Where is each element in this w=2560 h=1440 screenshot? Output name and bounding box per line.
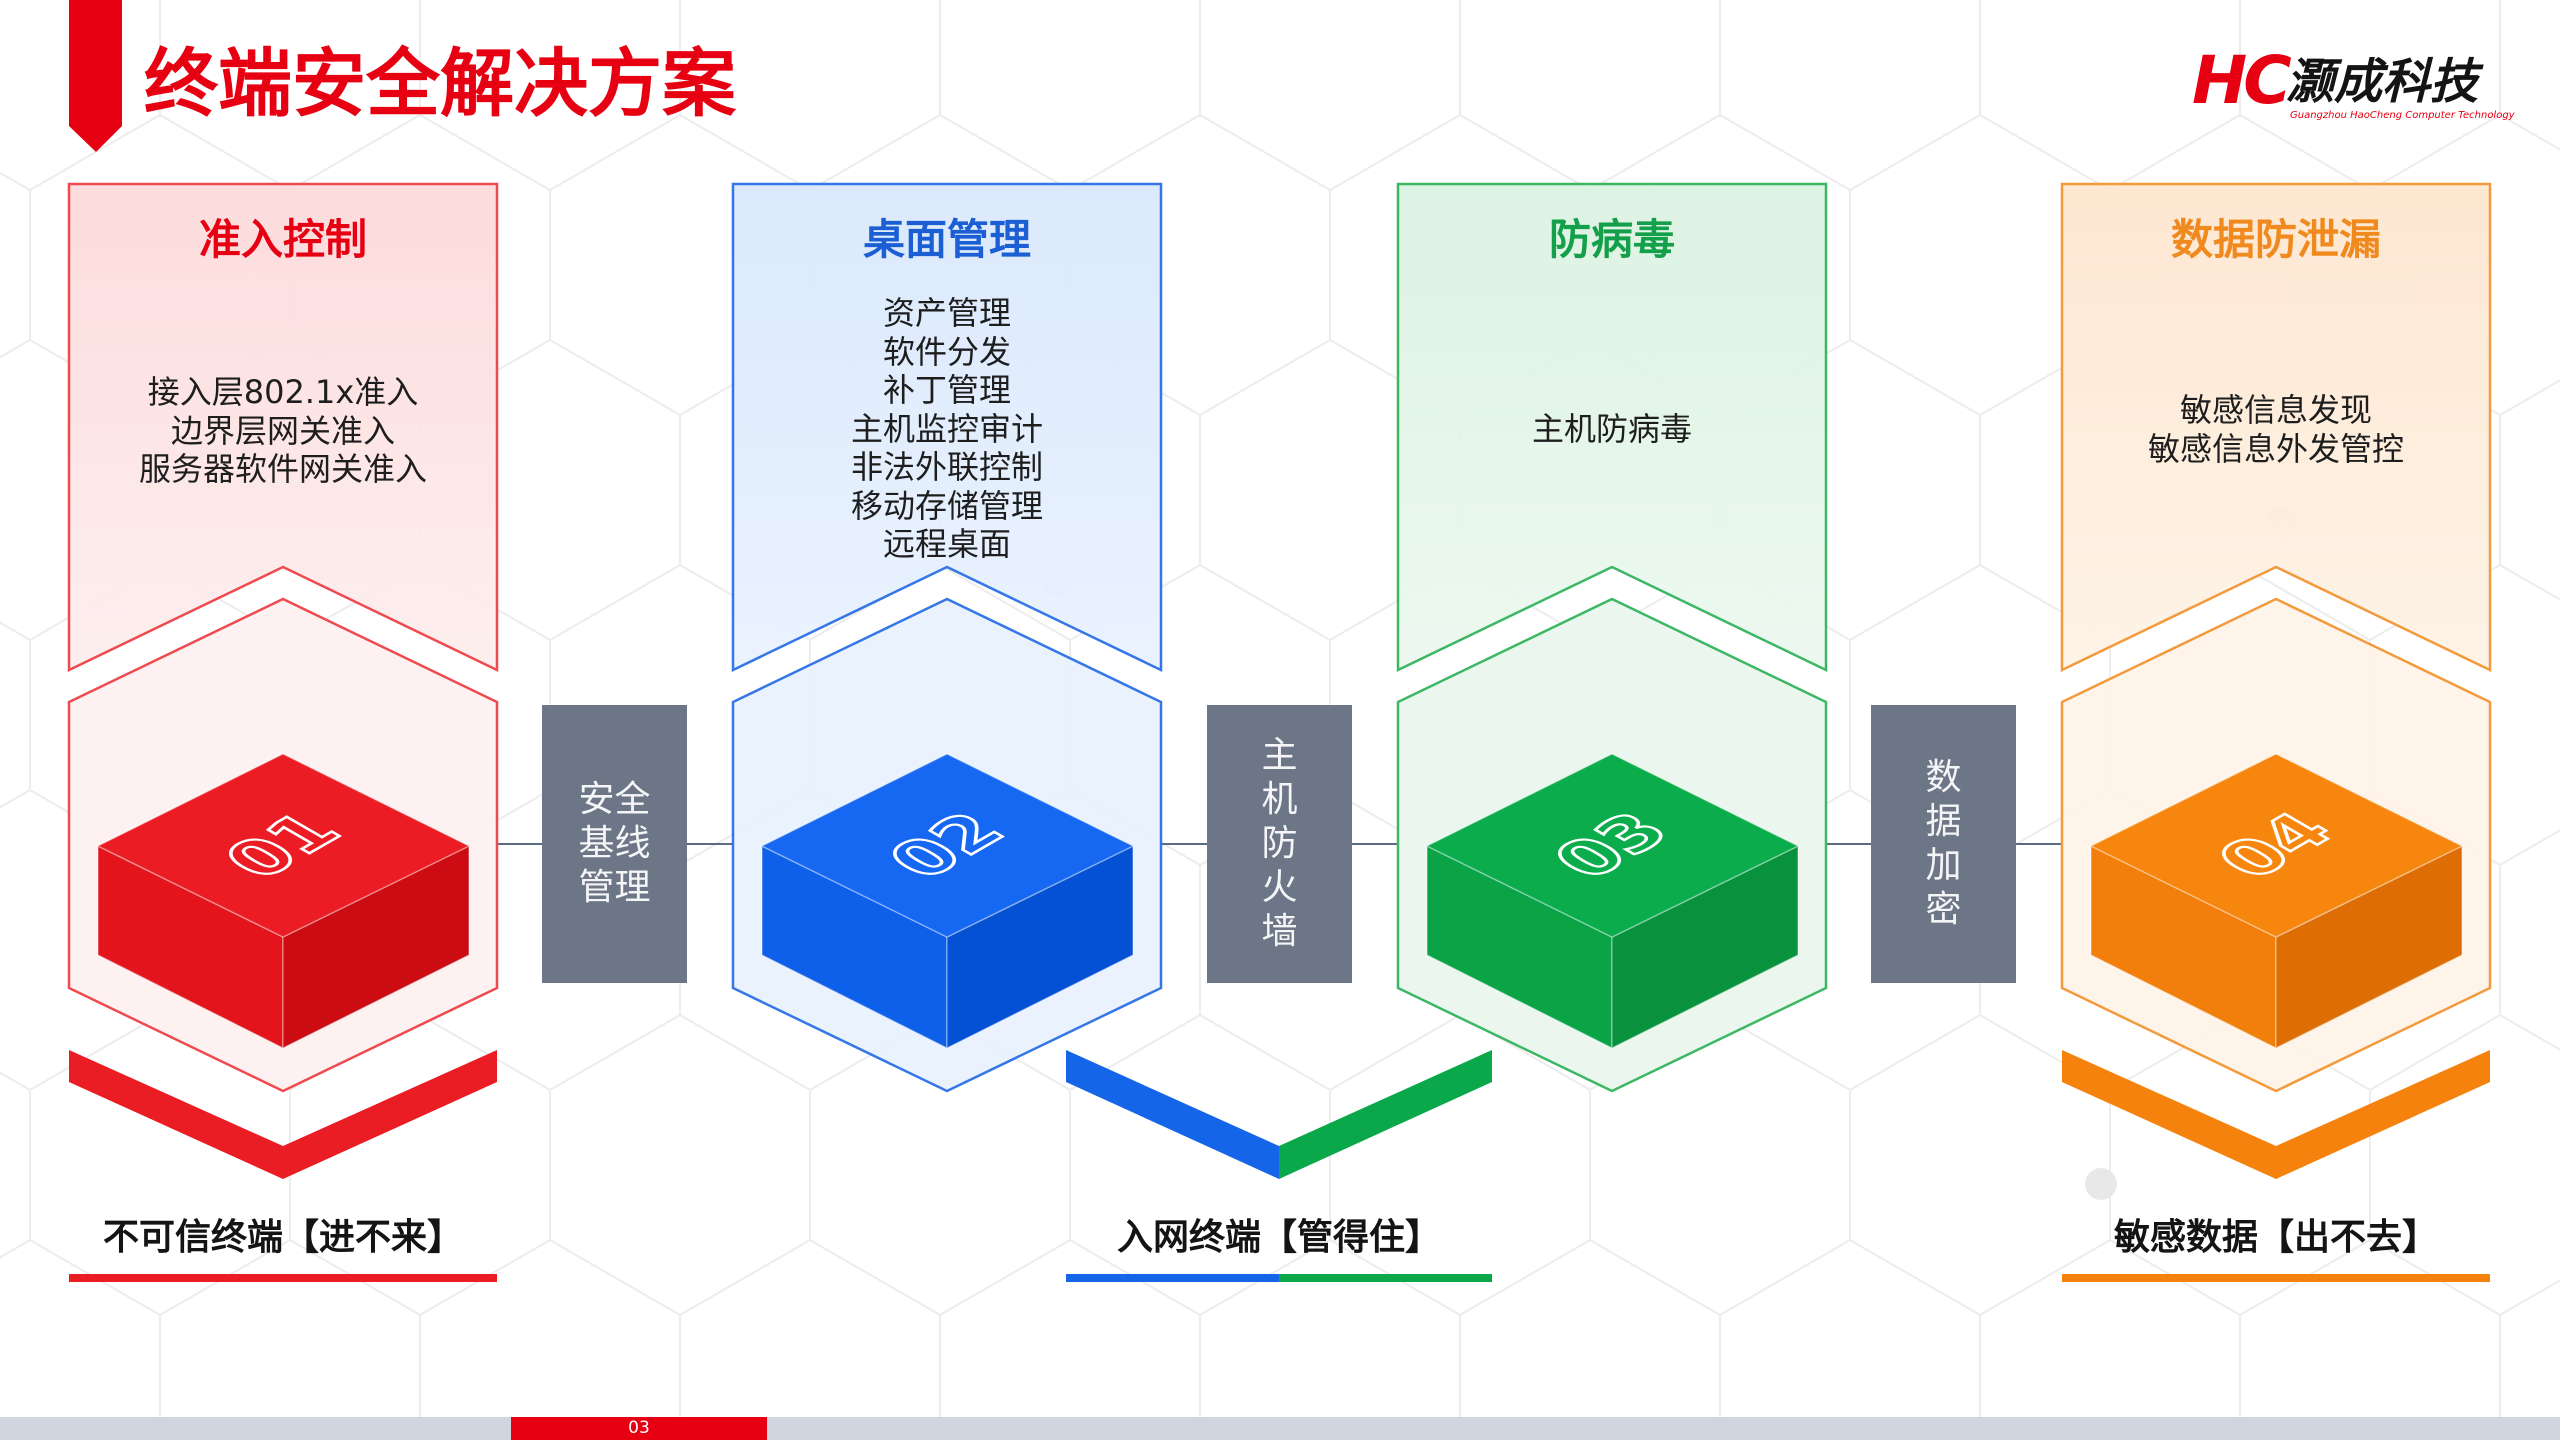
logo-tagline: Guangzhou HaoCheng Computer Technology	[2290, 110, 2515, 121]
feature-item: 主机监控审计	[850, 409, 1043, 448]
feature-item: 非法外联控制	[850, 448, 1043, 486]
footer-page-tab	[511, 1417, 767, 1440]
top-panel	[1396, 182, 1828, 672]
feature-item: 敏感信息发现	[2179, 391, 2372, 429]
column-title: 数据防泄漏	[2170, 215, 2381, 264]
title-accent-bar	[69, 0, 122, 152]
bottom-chevron-blue-half	[1066, 1050, 1279, 1179]
outcome-underline-orange	[2062, 1274, 2490, 1282]
feature-item: 资产管理	[882, 294, 1011, 332]
connector-label-box: 数据加密	[1871, 705, 2016, 983]
outcome-underline-blue	[1066, 1274, 1279, 1282]
column-antivirus: 03	[1396, 182, 1828, 1093]
connector-label-box: 主机防火墙	[1207, 705, 1352, 983]
feature-item: 服务器软件网关准入	[138, 450, 427, 488]
bg-node-dot	[2085, 1168, 2117, 1200]
column-data-leak-prevention: 04	[2060, 182, 2492, 1179]
feature-item: 远程桌面	[882, 525, 1011, 563]
column-title: 防病毒	[1548, 215, 1675, 264]
cube-top-face	[2089, 753, 2464, 938]
cube-top-face	[1425, 753, 1800, 938]
feature-item: 敏感信息外发管控	[2147, 429, 2404, 468]
column-feature-list: 主机防病毒	[1398, 410, 1826, 449]
cube-top-face	[760, 753, 1135, 938]
top-panel	[2060, 182, 2492, 672]
top-panel	[731, 182, 1163, 672]
page-title: 终端安全解决方案	[144, 41, 736, 127]
feature-item: 软件分发	[882, 332, 1011, 371]
connector-label: 主机防火墙	[1261, 735, 1298, 952]
column-feature-list: 接入层802.1x准入 边界层网关准入 服务器软件网关准入	[69, 373, 497, 489]
top-panel	[67, 182, 499, 672]
outcome-label: 不可信终端【进不来】	[102, 1217, 463, 1258]
bottom-chevron-green-half	[1279, 1050, 1492, 1179]
connector-block-baseline	[542, 705, 687, 983]
column-feature-list: 资产管理 软件分发 补丁管理 主机监控审计 非法外联控制 移动存储管理 远程桌面	[733, 294, 1161, 564]
logo-mark: HC	[2192, 42, 2292, 119]
column-admission-control: 01	[67, 182, 499, 1179]
feature-item: 移动存储管理	[850, 486, 1043, 525]
bottom-chevron	[2062, 1050, 2490, 1179]
column-title: 准入控制	[198, 215, 367, 264]
connector-label: 数据加密	[1925, 757, 1962, 930]
cube-top-face	[96, 753, 471, 938]
feature-item: 补丁管理	[882, 371, 1011, 409]
connector-block-encryption	[1871, 705, 2016, 983]
outcome-label: 入网终端【管得住】	[1116, 1217, 1441, 1258]
footer-page-number: 03	[628, 1418, 650, 1438]
footer-bar	[0, 1417, 2560, 1440]
company-logo: HC 灏成科技 Guangzhou HaoCheng Computer Tech…	[2192, 46, 2522, 130]
connector-label: 安全基线管理	[578, 779, 651, 908]
outcome-underline-red	[69, 1274, 497, 1282]
feature-item: 边界层网关准入	[170, 411, 395, 450]
column-title: 桌面管理	[862, 215, 1031, 264]
bottom-chevron	[69, 1050, 497, 1179]
feature-item: 接入层802.1x准入	[147, 373, 419, 411]
connector-label-box: 安全基线管理	[542, 705, 687, 983]
column-desktop-management: 02	[731, 182, 1163, 1093]
outcome-underline-green	[1279, 1274, 1492, 1282]
outcome-label: 敏感数据【出不去】	[2113, 1217, 2438, 1258]
column-feature-list: 敏感信息发现 敏感信息外发管控	[2062, 391, 2490, 468]
logo-company-name: 灏成科技	[2286, 54, 2479, 110]
feature-item: 主机防病毒	[1531, 410, 1692, 448]
connector-block-firewall	[1207, 705, 1352, 983]
